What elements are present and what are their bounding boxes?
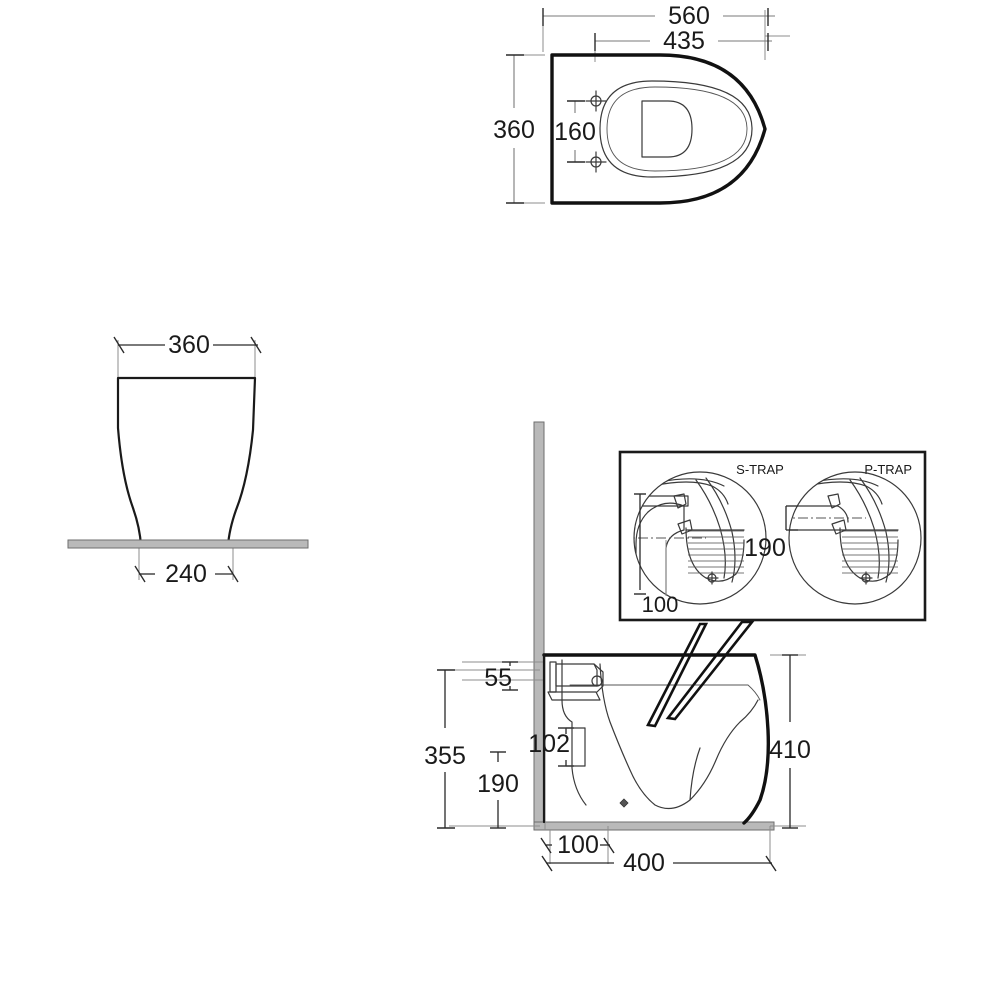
detail-dim-190: 190	[744, 505, 798, 562]
plan-dim-560-label: 560	[668, 2, 710, 30]
front-dim-240: 240	[134, 560, 239, 588]
front-dim-360-label: 360	[168, 331, 210, 359]
front-dim-360: 360	[113, 331, 262, 359]
side-dim-102: 102	[528, 727, 586, 767]
detail-dim-100: 100	[634, 493, 679, 617]
plan-dim-435-label: 435	[663, 27, 705, 55]
side-dim-400: 400	[541, 849, 777, 877]
side-floor	[533, 821, 775, 831]
side-dim-55-label: 55	[484, 664, 512, 692]
front-view: 360 240	[67, 331, 309, 588]
s-trap-label: S-TRAP	[736, 462, 784, 477]
plan-dim-360: 360	[493, 54, 535, 204]
side-bowl-interior	[561, 659, 761, 810]
detail-dim-100-label: 100	[642, 592, 679, 617]
side-view: 355 190 55	[424, 421, 811, 877]
plan-view: 560 435 360	[493, 2, 790, 205]
s-trap-detail: 100	[633, 471, 767, 617]
front-dim-240-label: 240	[165, 560, 207, 588]
side-wall	[533, 421, 545, 831]
plan-dim-560: 560	[542, 2, 775, 30]
plan-fixing-hole-upper	[585, 90, 607, 112]
side-dim-102-label: 102	[528, 730, 570, 758]
side-dim-355-label: 355	[424, 742, 466, 770]
plan-dim-160: 160	[554, 100, 596, 163]
detail-box-frame	[618, 450, 927, 622]
side-pan-rim-and-back	[542, 653, 770, 825]
front-floor-line	[67, 539, 309, 549]
detail-dim-190-label: 190	[744, 534, 786, 562]
plan-dim-435: 435	[594, 27, 772, 55]
side-dim-400-label: 400	[623, 849, 665, 877]
p-trap-detail: 190	[744, 471, 922, 605]
plan-fixing-hole-lower	[585, 151, 607, 173]
side-dim-355: 355	[424, 669, 466, 829]
p-trap-label: P-TRAP	[864, 462, 912, 477]
side-inlet-fitting	[547, 661, 604, 701]
side-dim-190-label: 190	[477, 770, 519, 798]
side-dim-55: 55	[484, 661, 518, 692]
side-dim-100-label: 100	[557, 831, 599, 859]
side-floor-fixing-mark	[619, 798, 629, 808]
detail-leader-right	[665, 620, 755, 721]
plan-seat-outer-ring	[599, 80, 753, 178]
plan-dim-160-label: 160	[554, 118, 596, 146]
plan-bowl-opening	[641, 100, 693, 158]
side-dim-100: 100	[540, 831, 615, 859]
detail-leader-left	[646, 622, 709, 728]
front-pan-outline	[116, 376, 257, 548]
plan-seat-inner-ring	[606, 86, 748, 172]
side-dim-190: 190	[477, 751, 519, 829]
side-dim-410: 410	[769, 654, 811, 829]
plan-dim-360-label: 360	[493, 116, 535, 144]
side-dim-410-label: 410	[769, 736, 811, 764]
plan-pan-outline	[550, 53, 767, 205]
trap-detail-box: S-TRAP P-TRAP	[618, 450, 927, 622]
